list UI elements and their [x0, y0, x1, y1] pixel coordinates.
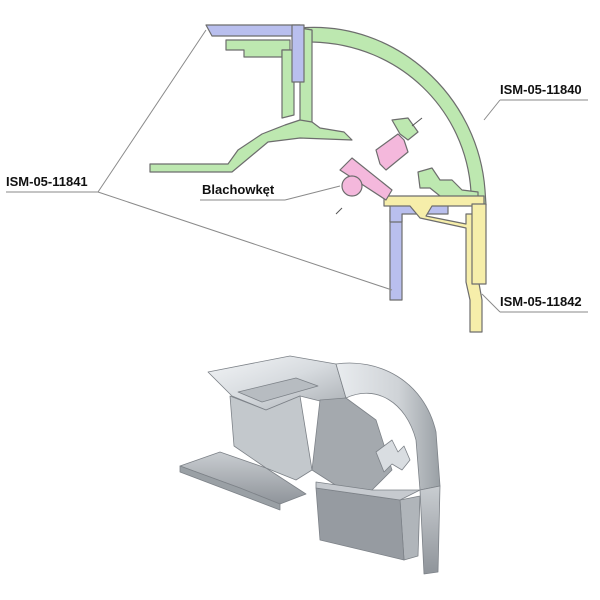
- leader-11840: [483, 99, 501, 121]
- profile-11842-vertical: [471, 203, 487, 285]
- leader-lines: [6, 29, 588, 313]
- profile-11840-clip-stem: [281, 49, 295, 119]
- bracket-rivet: [341, 175, 363, 197]
- profile-11840-clip-top: [225, 39, 291, 58]
- leader-11842: [481, 293, 501, 313]
- profile-11842-shape: [383, 195, 487, 333]
- profile-11840-shape: [149, 26, 487, 206]
- center-marks: [335, 117, 423, 215]
- profile-11841-lower-leg: [389, 209, 403, 301]
- render-bracket-teeth: [375, 439, 411, 473]
- bracket-shape: [339, 133, 409, 201]
- render-top-groove: [237, 377, 319, 403]
- profile-11841-leg: [291, 24, 305, 83]
- profile-11841-top: [205, 24, 301, 37]
- profile-3d-render: [179, 355, 441, 575]
- leader-11841-top: [97, 29, 207, 193]
- leader-bracket: [284, 185, 341, 201]
- render-arm-underside: [179, 465, 281, 511]
- cross-section-drawing: [149, 24, 487, 333]
- label-bracket: Blachowkęt: [202, 182, 275, 197]
- label-part-11840: ISM-05-11840: [500, 82, 582, 97]
- render-right-leg-front: [419, 485, 441, 575]
- profile-11840-arc: [299, 26, 487, 206]
- render-inner-channel: [311, 397, 393, 491]
- label-part-11841: ISM-05-11841: [6, 174, 88, 189]
- profile-11840-hook: [391, 117, 419, 141]
- profile-11842-top: [383, 195, 485, 333]
- bracket-screw: [375, 133, 409, 171]
- leader-11841-bottom: [97, 191, 393, 291]
- profile-11840-arm: [149, 119, 353, 173]
- render-base-top: [315, 481, 421, 501]
- bracket-plate: [339, 157, 393, 201]
- label-part-11842: ISM-05-11842: [500, 294, 582, 309]
- render-web: [229, 395, 313, 481]
